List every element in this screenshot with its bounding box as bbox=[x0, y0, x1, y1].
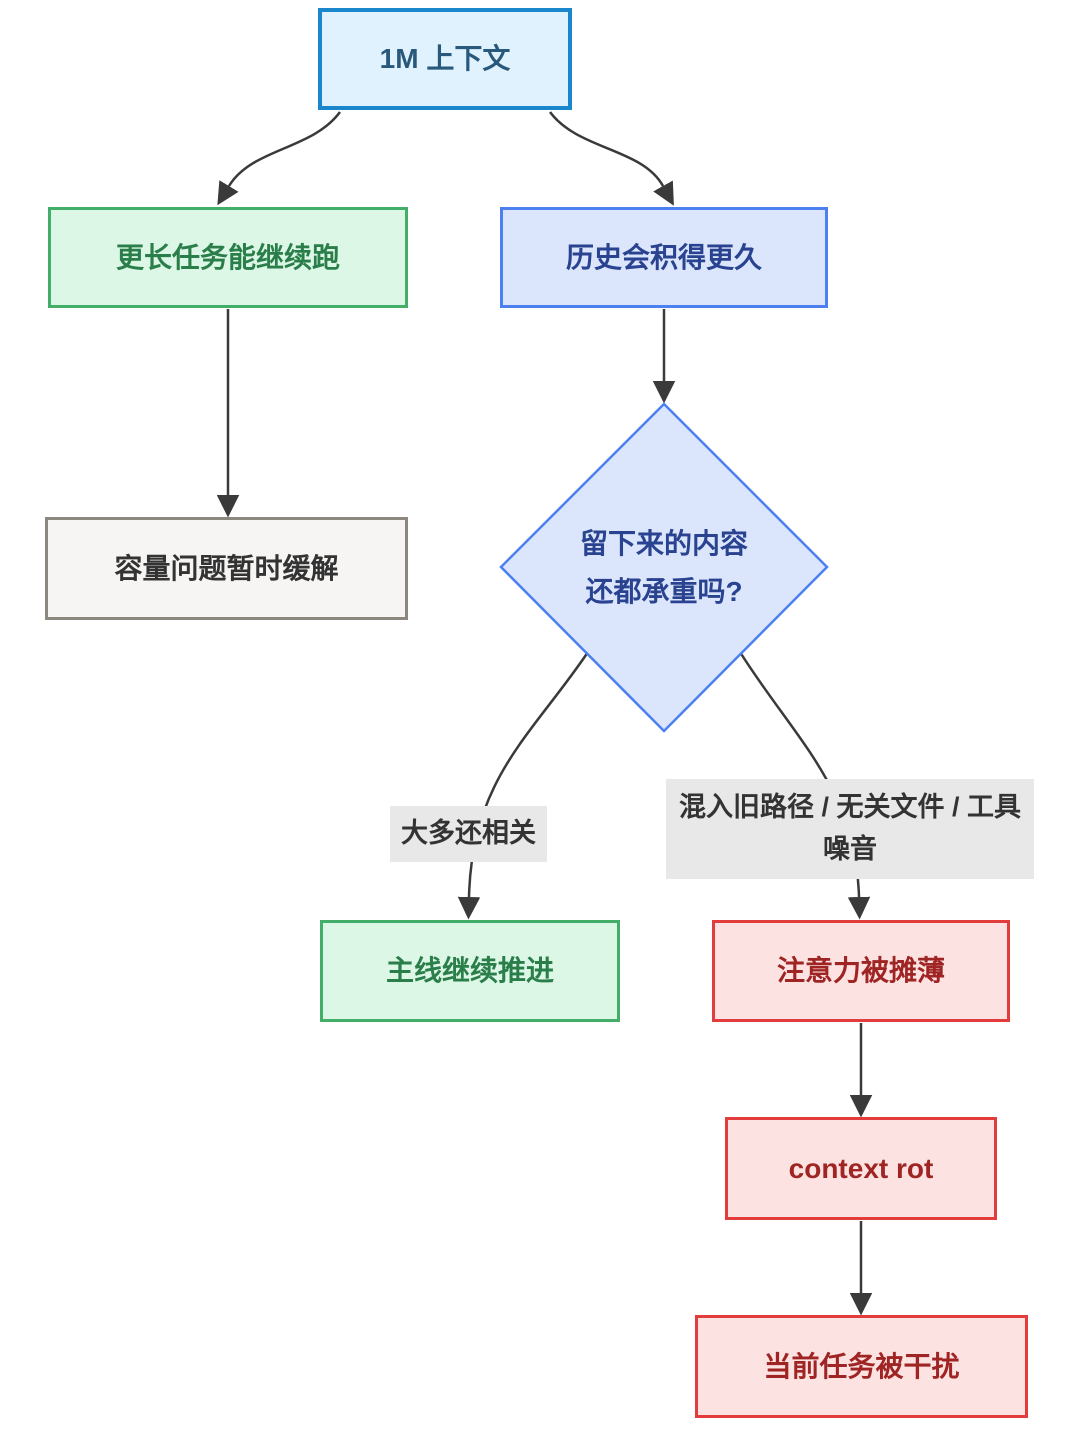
edge-label-mixed-noise-text: 混入旧路径 / 无关文件 / 工具噪音 bbox=[678, 792, 1021, 864]
decision-line-2: 还都承重吗? bbox=[585, 576, 743, 607]
edge-root-to-history bbox=[548, 111, 674, 206]
decision-diamond-label: 留下来的内容 还都承重吗? bbox=[524, 497, 804, 639]
node-longer-tasks-label: 更长任务能继续跑 bbox=[115, 241, 340, 273]
node-attention-diluted: 注意力被摊薄 bbox=[712, 920, 1010, 1022]
node-task-disturbed: 当前任务被干扰 bbox=[695, 1315, 1028, 1418]
edge-label-mostly-relevant-text: 大多还相关 bbox=[401, 818, 536, 848]
decision-line-1: 留下来的内容 bbox=[579, 528, 748, 560]
node-mainline-progress-label: 主线继续推进 bbox=[385, 955, 554, 987]
node-attention-diluted-label: 注意力被摊薄 bbox=[776, 955, 945, 987]
edge-label-mostly-relevant: 大多还相关 bbox=[390, 806, 547, 862]
node-context-rot: context rot bbox=[725, 1117, 997, 1220]
node-capacity-relief-label: 容量问题暂时缓解 bbox=[114, 552, 339, 584]
node-task-disturbed-label: 当前任务被干扰 bbox=[763, 1350, 960, 1382]
node-context-rot-label: context rot bbox=[788, 1152, 934, 1184]
node-1m-context-label: 1M 上下文 bbox=[379, 43, 511, 75]
node-history-accumulates-label: 历史会积得更久 bbox=[565, 241, 762, 273]
edge-label-mixed-noise: 混入旧路径 / 无关文件 / 工具噪音 bbox=[666, 779, 1034, 879]
node-longer-tasks: 更长任务能继续跑 bbox=[48, 207, 408, 308]
node-capacity-relief: 容量问题暂时缓解 bbox=[45, 517, 408, 620]
node-1m-context: 1M 上下文 bbox=[318, 8, 572, 110]
decision-diamond-shape bbox=[499, 402, 829, 733]
edge-root-to-longer-tasks bbox=[217, 111, 342, 206]
node-history-accumulates: 历史会积得更久 bbox=[500, 207, 828, 308]
node-mainline-progress: 主线继续推进 bbox=[320, 920, 620, 1022]
